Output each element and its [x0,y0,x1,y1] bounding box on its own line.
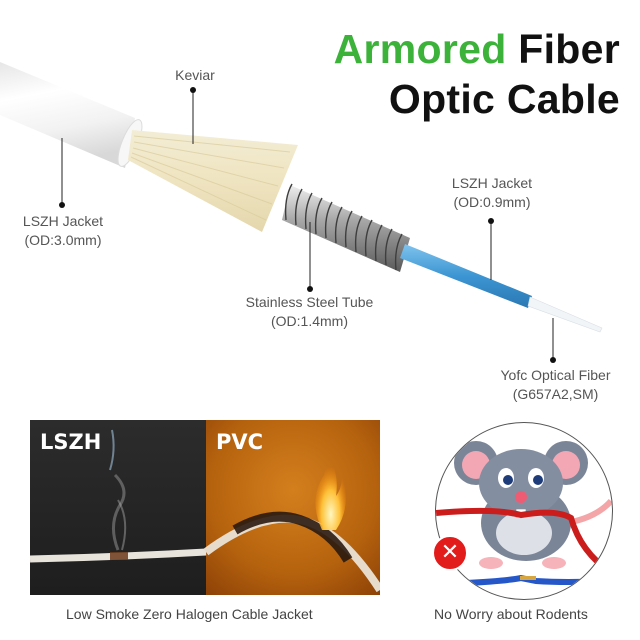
lszh-caption: Low Smoke Zero Halogen Cable Jacket [66,606,313,622]
mouse-chewing-cable-graphic [436,441,612,586]
label-steel-tube: Stainless Steel Tube (OD:1.4mm) [232,293,387,331]
label-steel-tube-name: Stainless Steel Tube [245,294,374,310]
pvc-label: PVC [216,430,264,454]
label-fiber: Yofc Optical Fiber (G657A2,SM) [488,366,623,404]
page-title: Armored Fiber Optic Cable [334,24,620,124]
label-fiber-name: Yofc Optical Fiber [500,367,611,383]
title-accent-word: Armored [333,26,507,72]
title-line-2: Optic Cable [388,76,620,122]
label-kevlar-text: Keviar [175,67,215,83]
label-inner-jacket-name: LSZH Jacket [451,175,533,191]
lszh-label: LSZH [40,430,102,454]
label-kevlar: Keviar [170,66,220,85]
rodent-illustration [435,422,613,600]
label-inner-jacket: LSZH Jacket (OD:0.9mm) [437,174,547,212]
cable-cross-section-illustration [0,62,603,363]
label-outer-jacket-od: (OD:3.0mm) [24,232,102,248]
forbidden-x-icon: ✕ [432,535,468,571]
kevlar-strands-shape [128,130,298,232]
steel-tube-shape [282,183,410,272]
label-steel-tube-od: (OD:1.4mm) [271,313,348,329]
outer-jacket-shape [0,62,143,168]
label-inner-jacket-od: (OD:0.9mm) [453,194,531,210]
optical-fiber-shape [527,296,603,333]
burn-comparison-graphic [30,420,380,595]
title-word: Fiber [518,26,620,72]
rodent-caption: No Worry about Rodents [434,606,588,622]
leader-lines [61,90,554,360]
burn-comparison-photo: LSZH PVC [30,420,380,595]
title-line-1: Armored Fiber [334,24,620,74]
label-outer-jacket: LSZH Jacket (OD:3.0mm) [8,212,118,250]
leader-dots [59,87,556,363]
inner-jacket-shape [400,244,532,308]
label-outer-jacket-name: LSZH Jacket [22,213,104,229]
label-fiber-type: (G657A2,SM) [512,386,599,402]
